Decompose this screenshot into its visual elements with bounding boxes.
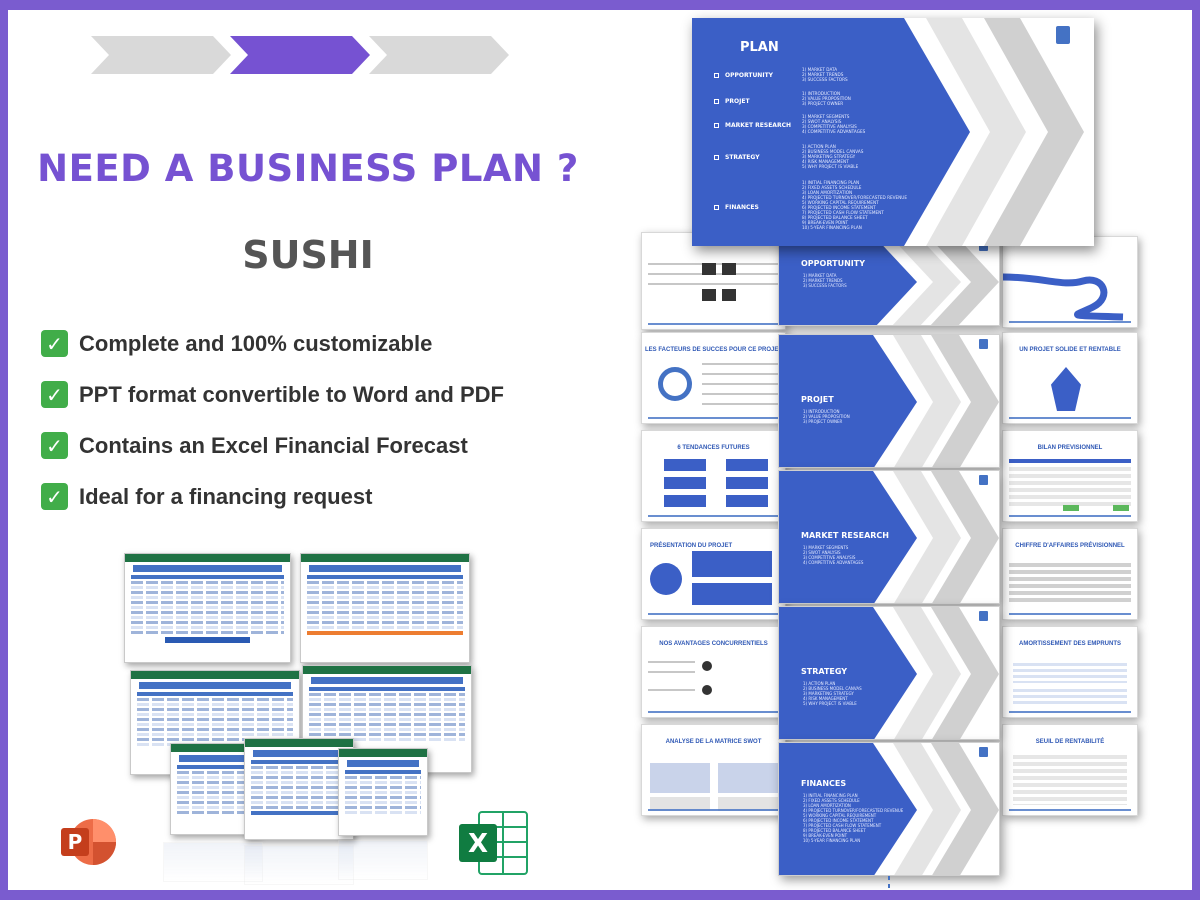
excel-screenshot-thumbnail <box>338 748 428 836</box>
slide-thumbnail: NOS AVANTAGES CONCURRENTIELS <box>641 626 786 718</box>
powerpoint-icon: P <box>61 818 117 866</box>
feature-text: Contains an Excel Financial Forecast <box>79 432 468 458</box>
excel-screenshot-thumbnail <box>124 553 291 663</box>
headline: NEED A BUSINESS PLAN ? <box>37 147 579 190</box>
thumbnail-reflection <box>244 845 354 885</box>
subtitle: SUSHI <box>242 233 374 277</box>
feature-text: PPT format convertible to Word and PDF <box>79 381 504 407</box>
plan-category: STRATEGY <box>714 154 760 161</box>
plan-category: PROJET <box>714 98 750 105</box>
plan-title: PLAN <box>740 40 779 55</box>
excel-screenshot-thumbnail <box>244 738 354 840</box>
check-mark-icon: ✓ <box>41 432 68 459</box>
thumbnail-reflection <box>163 842 263 882</box>
plan-category: OPPORTUNITY <box>714 72 773 79</box>
slide-thumbnail: UN PROJET SOLIDE ET RENTABLE <box>1002 332 1138 424</box>
progress-chevron-2-active <box>230 36 370 74</box>
progress-chevron-1 <box>91 36 231 74</box>
check-mark-icon: ✓ <box>41 330 68 357</box>
slide-thumbnail: PRÉSENTATION DU PROJET <box>641 528 786 620</box>
feature-item: ✓ Complete and 100% customizable <box>41 318 504 369</box>
progress-chevron-3 <box>369 36 509 74</box>
slide-thumbnail: BILAN PREVISIONNEL <box>1002 430 1138 522</box>
thumbnail-reflection <box>338 840 428 880</box>
slide-thumbnail: AMORTISSEMENT DES EMPRUNTS <box>1002 626 1138 718</box>
promo-canvas: NEED A BUSINESS PLAN ? SUSHI ✓ Complete … <box>8 10 1192 890</box>
feature-item: ✓ Ideal for a financing request <box>41 471 504 522</box>
plan-category: FINANCES <box>714 204 759 211</box>
check-mark-icon: ✓ <box>41 483 68 510</box>
feature-list: ✓ Complete and 100% customizable ✓ PPT f… <box>41 318 504 522</box>
excel-letter: X <box>468 829 488 859</box>
feature-text: Ideal for a financing request <box>79 483 373 509</box>
check-mark-icon: ✓ <box>41 381 68 408</box>
slide-thumbnail: ANALYSE DE LA MATRICE SWOT <box>641 724 786 816</box>
slide-thumbnail: SEUIL DE RENTABILITÉ <box>1002 724 1138 816</box>
powerpoint-letter: P <box>68 830 83 854</box>
slide-thumbnail: 6 TENDANCES FUTURES <box>641 430 786 522</box>
slide-thumbnail: CHIFFRE D'AFFAIRES PRÉVISIONNEL <box>1002 528 1138 620</box>
slide-thumbnail <box>641 232 786 330</box>
feature-item: ✓ PPT format convertible to Word and PDF <box>41 369 504 420</box>
excel-screenshot-thumbnail <box>300 553 470 663</box>
excel-icon: X <box>459 810 529 876</box>
feature-item: ✓ Contains an Excel Financial Forecast <box>41 420 504 471</box>
plan-logo-icon <box>1056 26 1070 44</box>
slide-thumbnail: LES FACTEURS DE SUCCES POUR CE PROJET <box>641 332 786 424</box>
slide-thumbnail <box>1002 236 1138 328</box>
plan-category: MARKET RESEARCH <box>714 122 791 129</box>
feature-text: Complete and 100% customizable <box>79 330 433 356</box>
